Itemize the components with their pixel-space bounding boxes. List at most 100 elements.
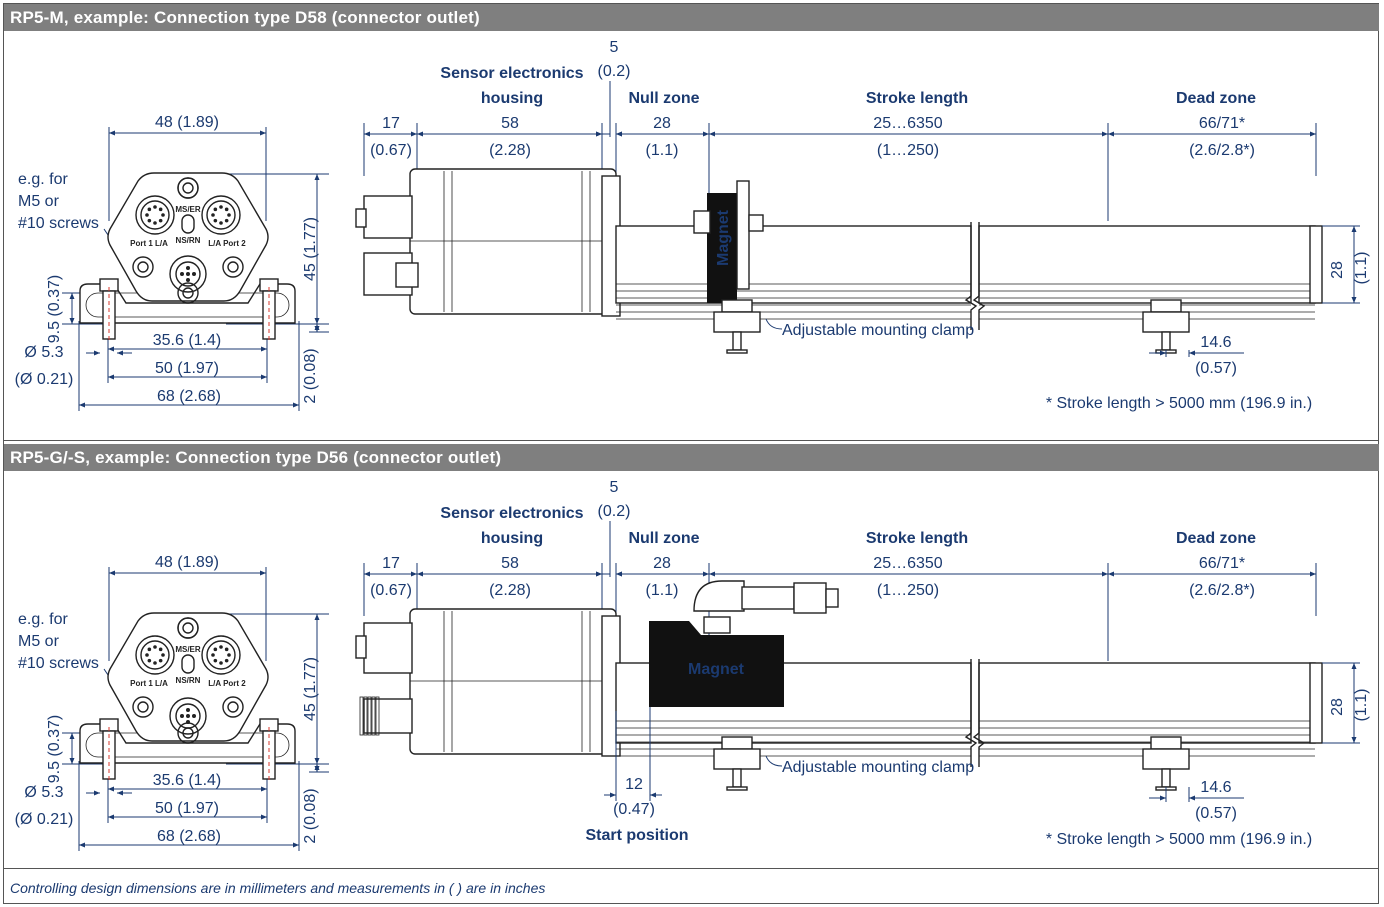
port1-label: Port 1 L/A [130,679,168,688]
hole-dia-label: Ø 5.3 [24,784,63,801]
height-left-label: 9.5 (0.37) [46,715,63,783]
connector-pin [158,658,163,663]
dimension-arrow [108,786,114,792]
break-symbol [972,222,986,330]
dimension-arrow [314,766,320,772]
dimension-arrow [261,786,267,792]
connector-pin [153,661,157,665]
led-label: NS/RN [176,236,201,245]
start-dim-inch-label: (0.47) [613,801,655,818]
top-hole [177,617,199,639]
dimension-arrow [69,293,75,299]
connector-ring [206,640,236,670]
dimension-arrow [1102,131,1108,137]
cable-end [825,588,839,608]
gap-inch-label: (0.2) [598,63,631,80]
housing-title: housing [481,530,543,547]
start-position-title: Start position [585,827,688,844]
dimension-label: (0.67) [370,142,412,159]
dimension-label: (1.1) [646,142,679,159]
dimension-arrow [109,130,115,136]
power-pin [180,714,184,718]
clamp-leader [765,755,783,767]
connector-pin [224,658,229,663]
power-pin [192,272,196,276]
dimension-label: 58 [501,115,519,132]
mounting-hole [222,696,244,718]
dimension-label: 25…6350 [873,555,942,572]
dimension-arrow [596,131,602,137]
front-view: 48 (1.89)45 (1.77)9.5 (0.37)2 (0.08)35.6… [15,114,329,411]
dimension-arrow [1189,350,1195,356]
dimension-arrow [108,374,114,380]
connector-port [135,195,175,235]
height-right-label: 45 (1.77) [302,217,319,281]
power-pin [186,278,190,282]
port2-label: L/A Port 2 [208,679,246,688]
dimension-arrow [1189,795,1195,801]
dimension-arrow [364,571,370,577]
bottom-thickness-label: 2 (0.08) [302,348,319,403]
clamp-body [1142,311,1190,333]
dimension-arrow [709,131,715,137]
dimension-arrow [703,131,709,137]
led-label: MS/ER [175,205,201,214]
height-28-inch-label: (1.1) [1353,252,1370,285]
dimension-arrow [109,570,115,576]
mounting-hole [132,256,154,278]
dimension-arrow [411,131,417,137]
height-28-label: 28 [1329,698,1346,716]
dimension-label: (2.6/2.8*) [1189,582,1255,599]
footnote-label: * Stroke length > 5000 mm (196.9 in.) [1046,831,1312,848]
connector-pin [153,645,157,649]
dimension-arrow [117,790,123,796]
cable-nut [703,616,731,634]
overall-width-label: 68 (2.68) [157,388,221,405]
start-dim-label: 12 [625,776,643,793]
connector-pin [158,207,163,212]
connector-pin [147,647,152,652]
screw-note-label: e.g. for [18,171,68,188]
connector-thread [359,696,364,736]
electronics-housing [409,168,617,315]
power-pin [192,714,196,718]
width-top-label: 48 (1.89) [155,554,219,571]
dimension-label: (2.28) [489,582,531,599]
dimension-arrow [1102,571,1108,577]
dimension-arrow [108,814,114,820]
dimension-arrow [1351,297,1357,303]
connector-pin [161,653,165,657]
section-divider [4,440,1379,441]
magnet-label: Magnet [715,209,732,266]
mounting-hole [222,256,244,278]
connector-pin [224,207,229,212]
dimension-arrow [596,571,602,577]
screw-note-label: #10 screws [18,655,99,672]
magnet-block [707,193,737,303]
dimension-arrow [260,570,266,576]
dimension-arrow [610,792,616,798]
bottom-thickness-label: 2 (0.08) [302,788,319,843]
dimension-arrow [293,402,299,408]
connector-pin [153,205,157,209]
dead-zone-title: Dead zone [1176,90,1256,107]
screw-note-label: M5 or [18,633,60,650]
connector-pin [224,647,229,652]
connector-thread [375,696,380,736]
dimension-arrow [417,571,423,577]
dimension-arrow [108,346,114,352]
footnote-label: * Stroke length > 5000 mm (196.9 in.) [1046,395,1312,412]
dimension-arrow [69,733,75,739]
clamp-dim-label: 14.6 [1200,334,1231,351]
dimension-label: (1…250) [877,582,939,599]
dimension-arrow [1310,131,1316,137]
dimension-arrow [616,131,622,137]
dimension-arrow [79,402,85,408]
dimension-label: (1.1) [646,582,679,599]
status-led [181,214,195,234]
break-symbol [964,659,978,767]
clamp-leader [765,318,783,330]
clamp-body [713,311,761,333]
break-symbol [964,222,978,330]
